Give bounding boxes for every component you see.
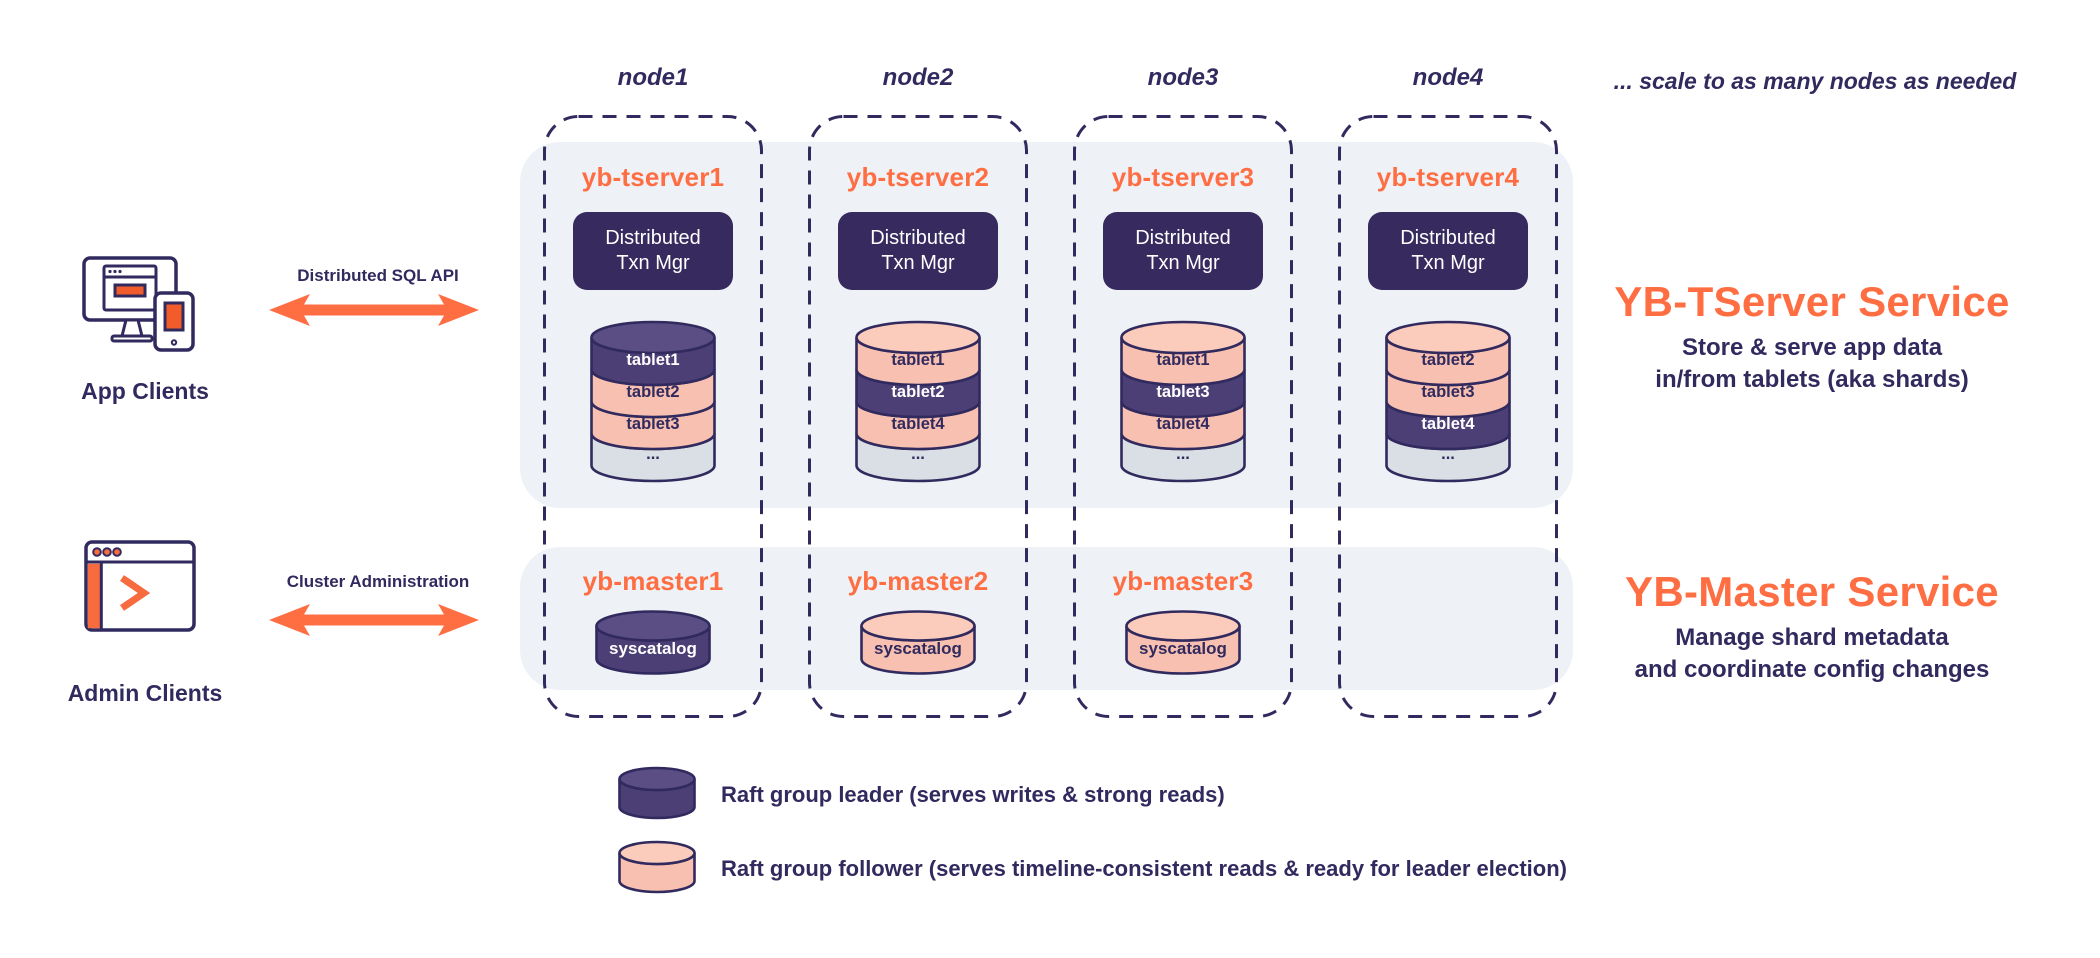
syscatalog-cylinder-3: syscatalog: [1125, 610, 1241, 675]
tablet-label: ...: [646, 445, 660, 463]
master-service-description: Manage shard metadata and coordinate con…: [1592, 622, 2032, 686]
master-desc-line2: and coordinate config changes: [1634, 656, 1990, 683]
distributed-sql-api-label: Distributed SQL API: [297, 266, 459, 285]
node1-title: node1: [617, 64, 689, 91]
legend-leader-cylinder-icon: [618, 766, 696, 820]
node3-title: node3: [1147, 64, 1219, 91]
tablet-stack-1: tablet1 tablet2 tablet3 ...: [590, 320, 716, 483]
tserver-desc-line1: Store & serve app data: [1681, 334, 1943, 361]
tablet-label: tablet3: [1421, 383, 1474, 401]
tablet-stack-4: tablet2 tablet3 tablet4 ...: [1385, 320, 1511, 483]
txn-mgr-line1: Distributed: [1400, 227, 1496, 249]
tablet-stack-3: tablet1 tablet3 tablet4 ...: [1120, 320, 1246, 483]
tablet-label: tablet2: [891, 383, 944, 401]
syscatalog-cylinder-1: syscatalog: [595, 610, 711, 675]
syscatalog-label: syscatalog: [1139, 639, 1227, 658]
tserver-service-description: Store & serve app data in/from tablets (…: [1592, 332, 2032, 396]
tserver-desc-line2: in/from tablets (aka shards): [1655, 366, 1969, 393]
tablet-label: tablet4: [1421, 415, 1475, 433]
tserver1-label: yb-tserver1: [581, 162, 725, 192]
tablet-label: tablet2: [626, 383, 679, 401]
app-clients-label: App Clients: [81, 378, 209, 404]
node4-title: node4: [1412, 64, 1484, 91]
tserver3-label: yb-tserver3: [1111, 162, 1255, 192]
tablet-label: ...: [1441, 445, 1455, 463]
tablet-label: tablet1: [1156, 351, 1209, 369]
node-column-4: node4 yb-tserver4 Distributed Txn Mgr ta…: [1338, 0, 1558, 958]
tablet-label: tablet4: [1156, 415, 1210, 433]
app-double-arrow: [269, 294, 479, 326]
txn-mgr-line1: Distributed: [605, 227, 701, 249]
scale-note: ... scale to as many nodes as needed: [1613, 68, 2017, 94]
tablet-label: tablet2: [1421, 351, 1474, 369]
legend-follower-cylinder-icon: [618, 840, 696, 894]
admin-clients-icon: [84, 540, 196, 632]
tablet-label: tablet1: [626, 351, 679, 369]
admin-double-arrow: [269, 604, 479, 636]
master-service-title: YB-Master Service: [1625, 568, 1999, 615]
tablet-stack-2: tablet1 tablet2 tablet4 ...: [855, 320, 981, 483]
syscatalog-cylinder-2: syscatalog: [860, 610, 976, 675]
tserver4-label: yb-tserver4: [1376, 162, 1520, 192]
master2-label: yb-master2: [847, 566, 989, 596]
syscatalog-label: syscatalog: [609, 639, 697, 658]
app-clients-icon: [82, 256, 195, 352]
txn-mgr-box-4: Distributed Txn Mgr: [1368, 212, 1528, 290]
tablet-label: tablet1: [891, 351, 944, 369]
node2-dashed-border: [808, 115, 1028, 718]
node-column-1: node1 yb-tserver1 Distributed Txn Mgr ta…: [543, 0, 763, 958]
node-column-2: node2 yb-tserver2 Distributed Txn Mgr ta…: [808, 0, 1028, 958]
master3-label: yb-master3: [1112, 566, 1254, 596]
txn-mgr-box-1: Distributed Txn Mgr: [573, 212, 733, 290]
node1-dashed-border: [543, 115, 763, 718]
tablet-label: tablet3: [1156, 383, 1209, 401]
txn-mgr-line2: Txn Mgr: [881, 252, 955, 274]
tablet-label: tablet3: [626, 415, 679, 433]
txn-mgr-line1: Distributed: [1135, 227, 1231, 249]
txn-mgr-box-3: Distributed Txn Mgr: [1103, 212, 1263, 290]
txn-mgr-line1: Distributed: [870, 227, 966, 249]
txn-mgr-line2: Txn Mgr: [1146, 252, 1220, 274]
txn-mgr-line2: Txn Mgr: [616, 252, 690, 274]
tserver-service-title: YB-TServer Service: [1614, 278, 2010, 325]
node3-dashed-border: [1073, 115, 1293, 718]
legend-follower-label: Raft group follower (serves timeline-con…: [721, 856, 1568, 881]
master-desc-line1: Manage shard metadata: [1675, 624, 1949, 651]
tablet-label: tablet4: [891, 415, 945, 433]
master1-label: yb-master1: [582, 566, 724, 596]
node4-dashed-border: [1338, 115, 1558, 718]
syscatalog-label: syscatalog: [874, 639, 962, 658]
txn-mgr-line2: Txn Mgr: [1411, 252, 1485, 274]
legend-leader-label: Raft group leader (serves writes & stron…: [721, 782, 1225, 807]
node-column-3: node3 yb-tserver3 Distributed Txn Mgr ta…: [1073, 0, 1293, 958]
node2-title: node2: [882, 64, 954, 91]
txn-mgr-box-2: Distributed Txn Mgr: [838, 212, 998, 290]
tserver2-label: yb-tserver2: [846, 162, 990, 192]
cluster-administration-label: Cluster Administration: [286, 572, 470, 591]
tablet-label: ...: [911, 445, 925, 463]
tablet-label: ...: [1176, 445, 1190, 463]
admin-clients-label: Admin Clients: [67, 680, 223, 706]
